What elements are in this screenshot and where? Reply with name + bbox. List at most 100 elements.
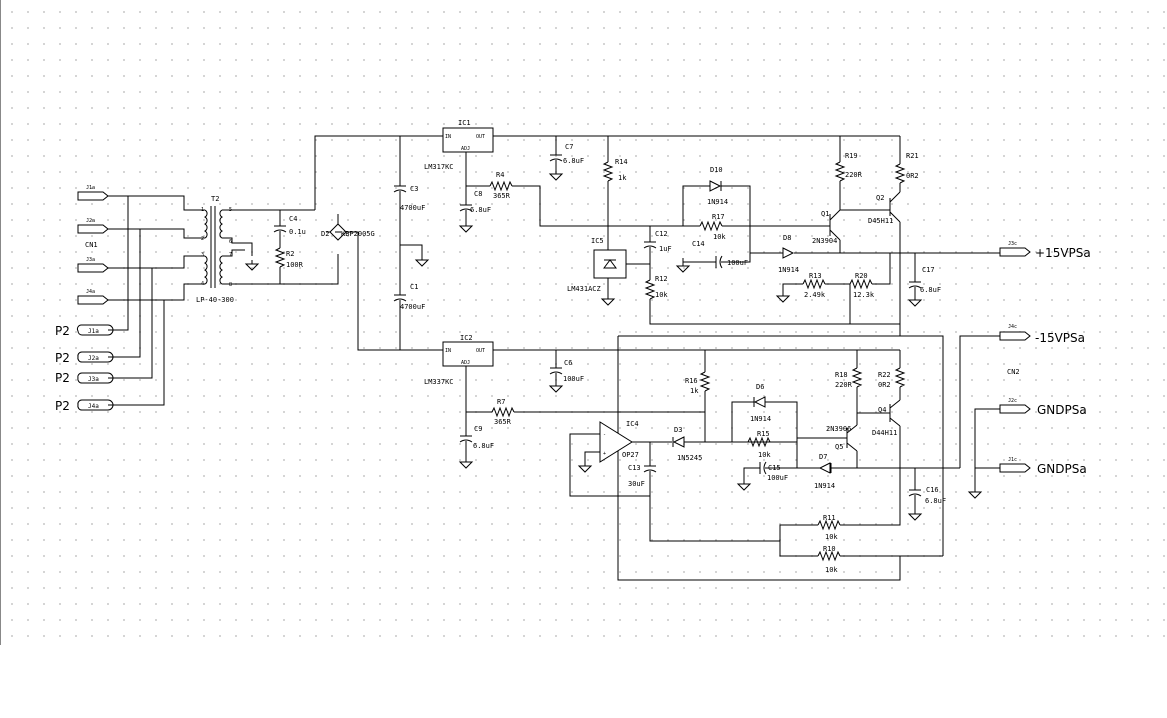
svg-text:IN: IN [445, 348, 451, 354]
svg-text:R4: R4 [496, 171, 504, 179]
svg-text:J1c: J1c [1008, 457, 1017, 463]
svg-text:LM431ACZ: LM431ACZ [567, 285, 601, 293]
svg-text:1: 1 [201, 207, 204, 213]
svg-text:Q5: Q5 [835, 443, 843, 451]
svg-text:J2c: J2c [1008, 398, 1017, 404]
svg-text:10k: 10k [713, 233, 726, 241]
connector-j1a: J1a [77, 185, 128, 201]
svg-text:R12: R12 [655, 275, 668, 283]
svg-text:Q2: Q2 [876, 194, 884, 202]
svg-text:8: 8 [229, 282, 232, 288]
t2-ref: T2 [211, 195, 219, 203]
svg-text:C9: C9 [474, 425, 482, 433]
svg-text:C16: C16 [926, 486, 939, 494]
svg-text:3: 3 [201, 252, 204, 258]
svg-text:C6: C6 [564, 359, 572, 367]
svg-text:C14: C14 [692, 240, 705, 248]
svg-text:C17: C17 [922, 266, 935, 274]
svg-text:-: - [603, 432, 606, 438]
p2-label: P2 [55, 324, 70, 338]
svg-text:1N914: 1N914 [707, 198, 728, 206]
svg-text:J1a: J1a [88, 328, 99, 335]
svg-text:J3c: J3c [1008, 241, 1017, 247]
svg-text:1N914: 1N914 [814, 482, 835, 490]
svg-text:R10: R10 [823, 545, 836, 553]
pin-label: J1a [86, 185, 95, 191]
svg-text:+: + [603, 451, 606, 457]
svg-text:4: 4 [201, 281, 204, 287]
svg-text:IC5: IC5 [591, 237, 604, 245]
svg-text:10k: 10k [655, 291, 668, 299]
svg-text:D8: D8 [783, 234, 791, 242]
svg-text:D3: D3 [674, 426, 682, 434]
svg-text:J2a: J2a [88, 355, 99, 362]
svg-text:Q4: Q4 [878, 406, 886, 414]
svg-text:C8: C8 [474, 190, 482, 198]
svg-text:1uF: 1uF [659, 245, 672, 253]
sheet-left-border [0, 0, 1, 645]
neg-section-frame [618, 335, 944, 556]
svg-text:4700uF: 4700uF [400, 204, 425, 212]
svg-text:R19: R19 [845, 152, 858, 160]
output-connectors: J3c +15VPSa J4c -15VPSa CN2 J2c GNDPSa J… [959, 241, 1091, 499]
svg-text:R13: R13 [809, 272, 822, 280]
svg-text:7: 7 [229, 252, 232, 258]
svg-text:J4c: J4c [1008, 324, 1017, 330]
svg-text:IC2: IC2 [460, 334, 473, 342]
svg-text:R14: R14 [615, 158, 628, 166]
svg-text:220R: 220R [835, 381, 853, 389]
svg-text:100uF: 100uF [563, 375, 584, 383]
svg-text:KBP2005G: KBP2005G [341, 230, 375, 238]
svg-text:365R: 365R [493, 192, 511, 200]
svg-text:2.49k: 2.49k [804, 291, 826, 299]
svg-text:J4a: J4a [86, 289, 95, 295]
svg-text:ADJ: ADJ [461, 146, 470, 152]
svg-text:4700uF: 4700uF [400, 303, 425, 311]
svg-text:100uF: 100uF [767, 474, 788, 482]
svg-text:P2: P2 [55, 399, 70, 413]
svg-text:J2a: J2a [86, 218, 95, 224]
svg-text:ADJ: ADJ [461, 360, 470, 366]
svg-text:OP27: OP27 [622, 451, 639, 459]
connector-j2a: J2a [77, 218, 140, 234]
svg-text:GNDPSa: GNDPSa [1037, 403, 1087, 417]
svg-text:R21: R21 [906, 152, 919, 160]
svg-text:2N3906: 2N3906 [826, 425, 851, 433]
svg-text:1N914: 1N914 [778, 266, 799, 274]
svg-text:LM317KC: LM317KC [424, 163, 454, 171]
svg-text:6.8uF: 6.8uF [563, 157, 584, 165]
svg-text:GNDPSa: GNDPSa [1037, 462, 1087, 476]
svg-text:0.1u: 0.1u [289, 228, 306, 236]
ic1-regulator: IN OUT ADJ IC1 LM317KC [424, 119, 900, 186]
svg-text:C13: C13 [628, 464, 641, 472]
svg-text:C1: C1 [410, 283, 418, 291]
svg-text:LM337KC: LM337KC [424, 378, 454, 386]
svg-text:R2: R2 [286, 250, 294, 258]
transformer-t2: T2 LP-40-300 1 2 3 4 5 6 7 8 [128, 195, 339, 304]
connector-j4a: J4a [77, 289, 164, 305]
svg-text:6.8uF: 6.8uF [920, 286, 941, 294]
svg-text:OUT: OUT [476, 348, 485, 354]
svg-text:J3a: J3a [88, 376, 99, 383]
svg-text:1N5245: 1N5245 [677, 454, 702, 462]
svg-text:J3a: J3a [86, 257, 95, 263]
svg-text:C15: C15 [768, 464, 781, 472]
cn2-label: CN2 [1007, 368, 1020, 376]
svg-text:6.8uF: 6.8uF [925, 497, 946, 505]
bridge-d2: D2 KBP2005G [314, 135, 443, 351]
svg-text:OUT: OUT [476, 134, 485, 140]
svg-text:D7: D7 [819, 453, 827, 461]
svg-text:D6: D6 [756, 383, 764, 391]
svg-text:C4: C4 [289, 215, 297, 223]
svg-text:10k: 10k [825, 566, 838, 574]
svg-text:12.3k: 12.3k [853, 291, 875, 299]
